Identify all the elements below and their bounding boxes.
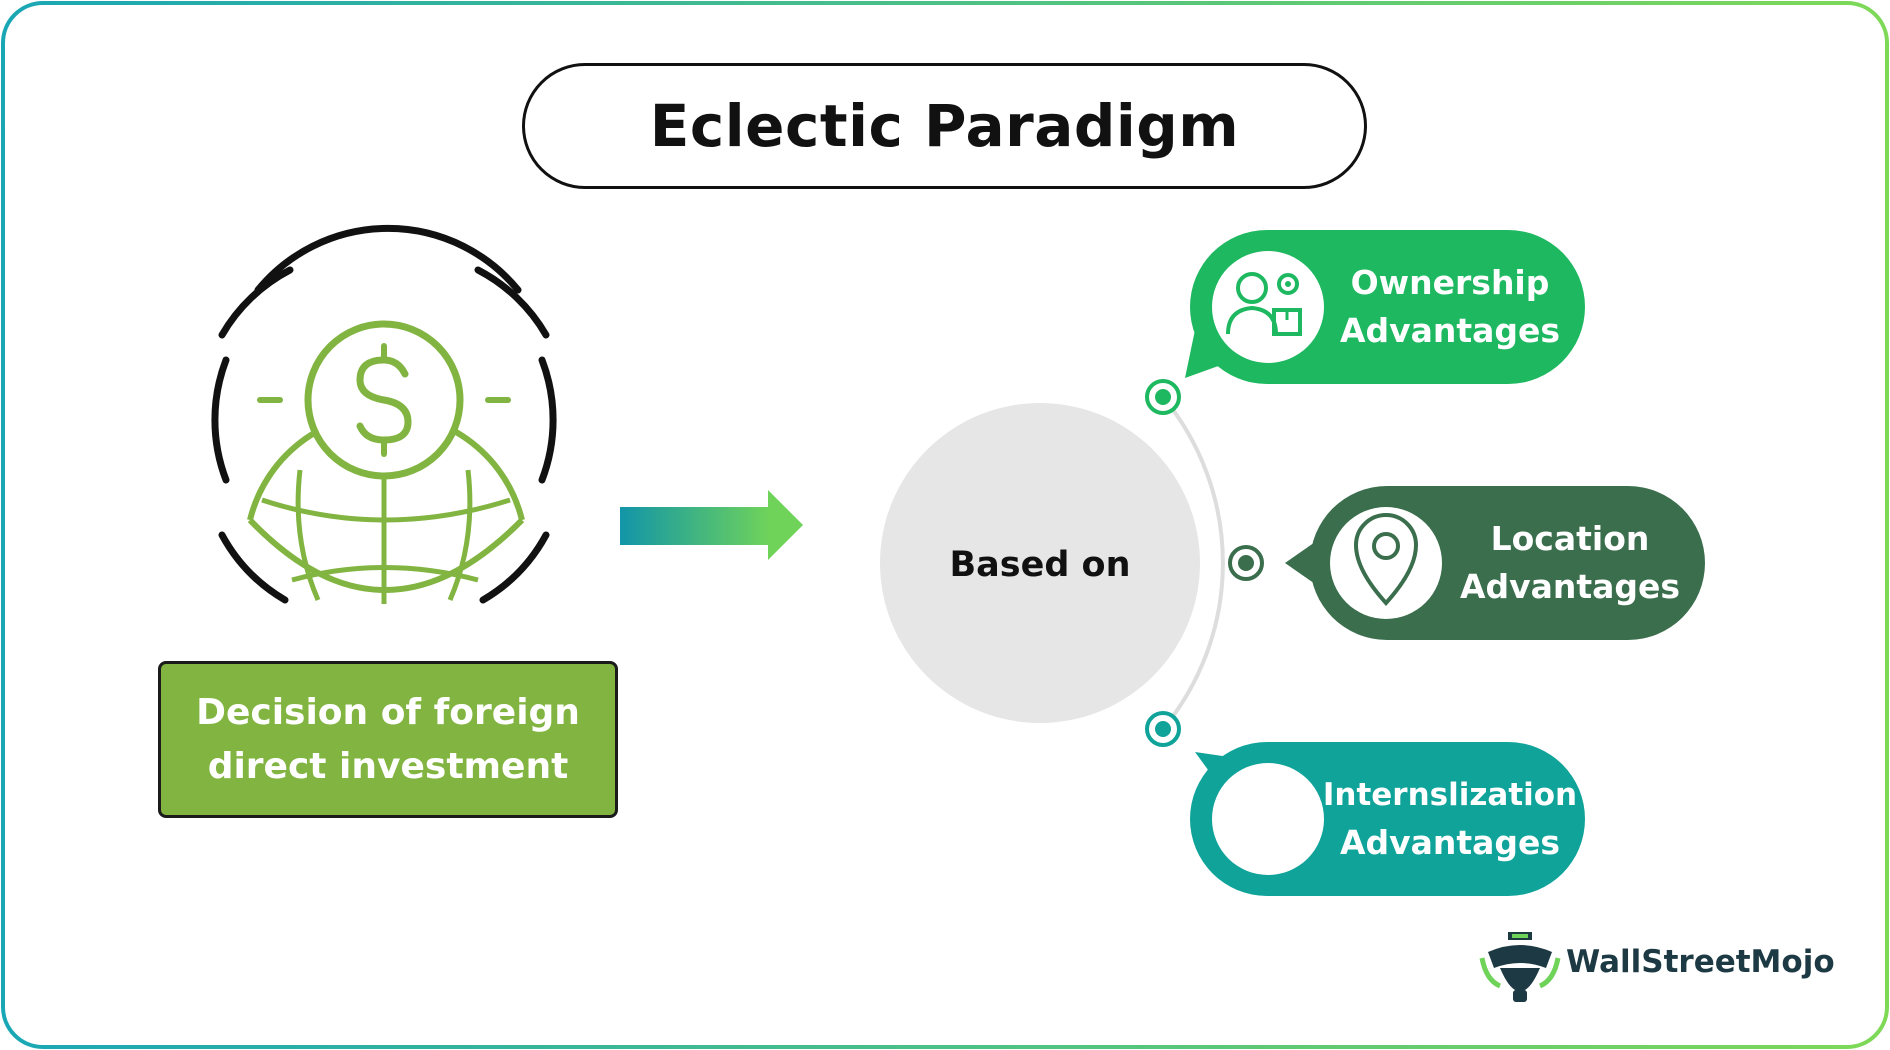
brand-name: WallStreetMojo	[1566, 944, 1835, 980]
location-label: Location Advantages	[1445, 501, 1695, 625]
internalization-line-2: Advantages	[1339, 823, 1561, 862]
title-pill: Eclectic Paradigm	[522, 63, 1367, 189]
ownership-line-1: Ownership	[1350, 263, 1550, 302]
based-on-label: Based on	[949, 545, 1131, 585]
connector-dot-internalization	[1145, 711, 1181, 747]
center-circle	[880, 403, 1200, 723]
ownership-line-2: Advantages	[1339, 311, 1561, 350]
fdi-line-2: direct investment	[207, 745, 569, 787]
connector-dot-ownership	[1145, 379, 1181, 415]
location-line-2: Advantages	[1459, 567, 1681, 606]
internalization-label: Internslization Advantages	[1320, 757, 1580, 881]
connector-arc	[1161, 395, 1225, 731]
ownership-label: Ownership Advantages	[1325, 245, 1575, 369]
wallstreetmojo-logo-icon	[1479, 932, 1561, 1002]
internalization-bubble	[1190, 742, 1585, 896]
location-pin-icon	[1353, 513, 1419, 606]
person-gear-box-icon	[1226, 272, 1302, 336]
page-title: Eclectic Paradigm	[649, 92, 1240, 160]
connector-dot-location	[1228, 545, 1264, 581]
location-line-1: Location	[1490, 519, 1650, 558]
fdi-decision-box: Decision of foreign direct investment	[158, 661, 618, 818]
fdi-line-1: Decision of foreign	[196, 691, 580, 733]
right-arrow-icon	[620, 490, 803, 560]
globe-dollar-icon	[211, 224, 557, 604]
internalization-line-1: Internslization	[1322, 777, 1578, 813]
